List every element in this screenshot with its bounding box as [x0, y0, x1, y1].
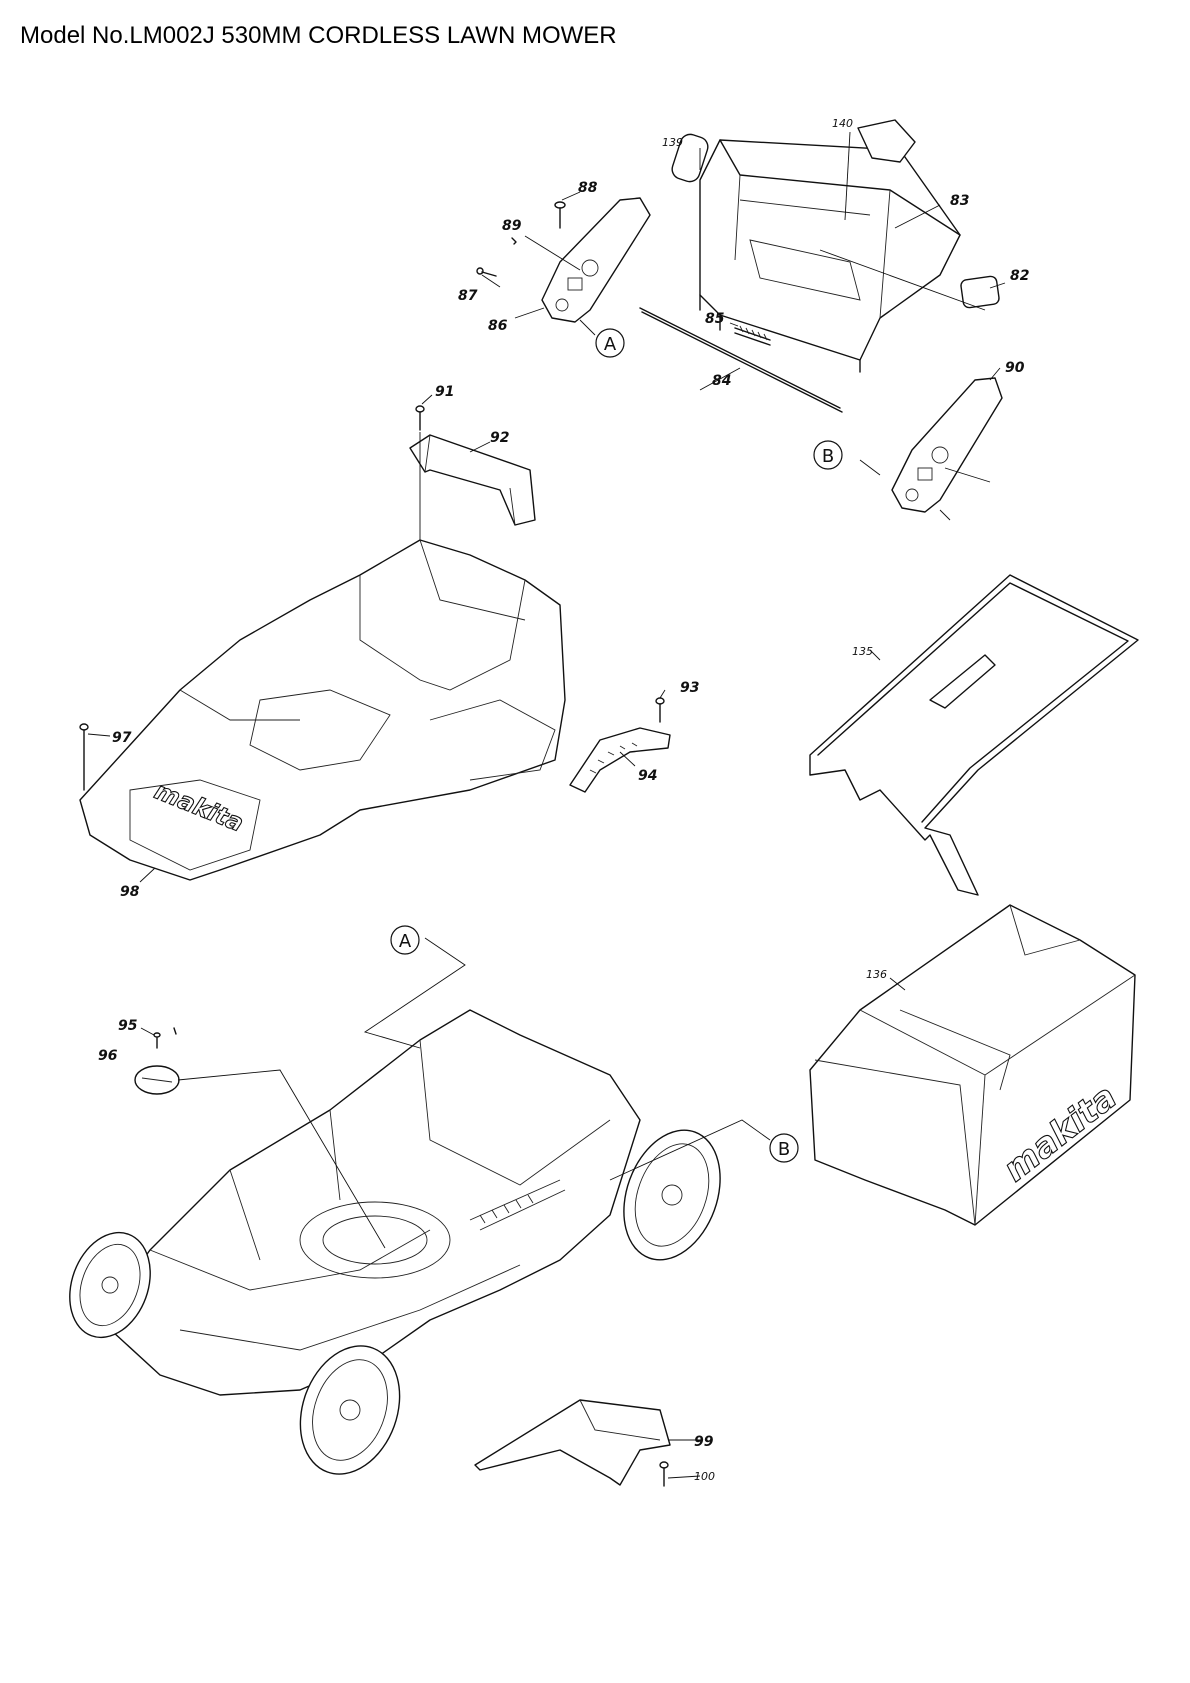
label-82: 82 [1010, 268, 1029, 284]
part-screw-88 [554, 201, 566, 229]
part-screw-95 [153, 1027, 177, 1049]
label-97: 97 [112, 730, 132, 746]
part-label-82 [960, 275, 1000, 309]
part-housing-98: makita [79, 539, 566, 881]
ref-marker-b-bottom: B [769, 1133, 799, 1163]
part-rod-84 [639, 307, 843, 413]
ref-marker-b-top: B [813, 440, 843, 470]
label-83: 83 [950, 193, 969, 209]
svg-text:B: B [822, 446, 834, 467]
part-deck-base [99, 1009, 641, 1396]
part-number-labels: 139 140 83 82 85 84 88 89 87 86 90 91 92… [98, 117, 1029, 1483]
part-label-140 [857, 119, 916, 163]
label-100: 100 [694, 1470, 715, 1483]
part-screw-97 [79, 723, 89, 791]
svg-text:B: B [778, 1139, 790, 1160]
label-87: 87 [458, 288, 478, 304]
part-screw-93 [655, 697, 665, 723]
part-label-139 [671, 133, 709, 183]
label-140: 140 [832, 117, 853, 130]
part-front-wheel-left [69, 1231, 151, 1339]
part-screw-91 [415, 405, 425, 431]
label-88: 88 [578, 180, 598, 196]
label-135: 135 [852, 645, 873, 658]
label-84: 84 [712, 373, 731, 389]
label-91: 91 [435, 384, 454, 400]
part-pin-89 [511, 237, 517, 245]
label-89: 89 [502, 218, 522, 234]
ref-marker-a-bottom: A [390, 925, 420, 955]
leader-lines [87, 131, 1006, 1479]
part-bracket-left-86 [541, 197, 651, 323]
part-spring-85 [734, 325, 771, 346]
label-93: 93 [680, 680, 699, 696]
part-height-guide-94 [569, 727, 671, 793]
part-rear-cover-83 [699, 139, 961, 373]
part-bracket-right-90 [891, 377, 1003, 513]
svg-text:A: A [399, 931, 412, 952]
part-screw-100 [659, 1461, 669, 1487]
part-grass-box-136: makita [809, 904, 1136, 1226]
part-front-wheel-right [299, 1345, 401, 1475]
page-title: Model No.LM002J 530MM CORDLESS LAWN MOWE… [20, 22, 617, 49]
label-86: 86 [488, 318, 508, 334]
svg-text:A: A [604, 334, 617, 355]
label-90: 90 [1005, 360, 1025, 376]
part-knob-96 [134, 1065, 180, 1095]
part-frame-135 [809, 574, 1139, 896]
label-85: 85 [705, 311, 725, 327]
label-139: 139 [662, 136, 683, 149]
label-99: 99 [694, 1434, 714, 1450]
ref-marker-a-top: A [595, 328, 625, 358]
label-95: 95 [118, 1018, 138, 1034]
label-92: 92 [490, 430, 509, 446]
label-96: 96 [98, 1048, 118, 1064]
label-98: 98 [120, 884, 140, 900]
part-handle-92 [409, 434, 536, 526]
label-94: 94 [638, 768, 657, 784]
label-136: 136 [866, 968, 887, 981]
part-discharge-cover-99 [474, 1399, 671, 1486]
part-screw-87 [476, 267, 497, 277]
